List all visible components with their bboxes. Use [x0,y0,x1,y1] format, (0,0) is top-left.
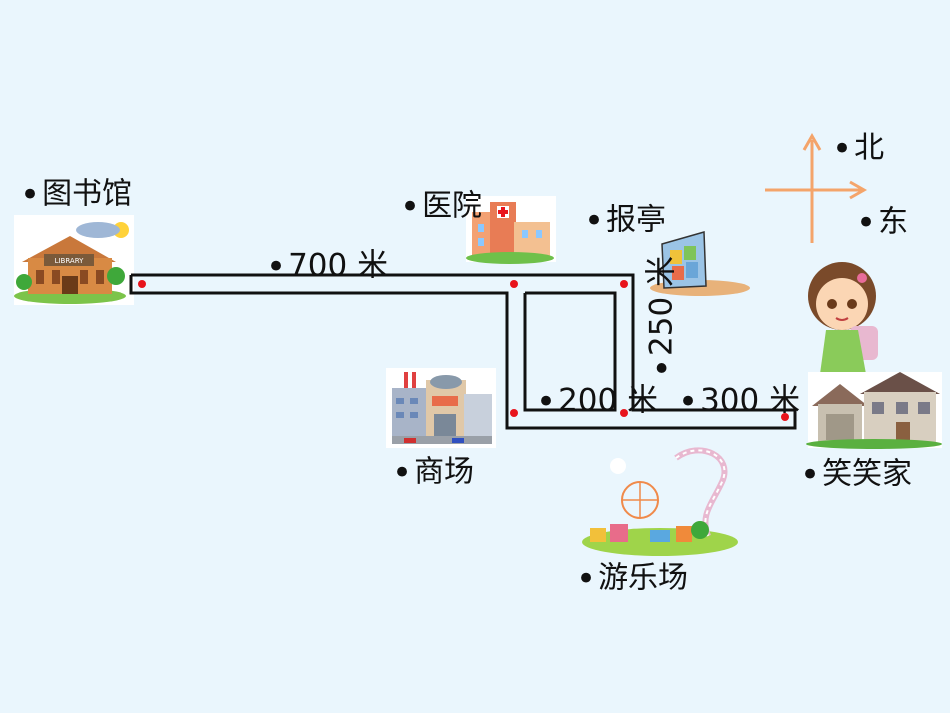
waypoint-kiosk [620,280,628,288]
label-north: •北 [832,129,885,169]
label-park: •游乐场 [576,559,689,599]
compass-north-arrowhead [802,132,822,151]
distance-kiosk-corner: •250 米 [643,255,683,378]
waypoint-hospital [510,280,518,288]
label-east: •东 [856,203,909,243]
label-kiosk: •报亭 [584,201,667,241]
distance-corner-home: •300 米 [678,382,801,422]
waypoint-mall [510,409,518,417]
route-path [129,273,797,430]
waypoint-library [138,280,146,288]
amusement-park-icon [582,447,738,556]
hospital-building-icon [466,196,556,264]
route-inner-loop [523,291,617,412]
compass [765,132,868,243]
label-library: •图书馆 [20,175,133,215]
label-hospital: •医院 [400,187,483,227]
waypoint-corner [620,409,628,417]
library-building-icon: LIBRARY [14,215,134,305]
waypoint-markers [138,280,789,421]
route-outer-loop [129,273,797,430]
distance-mall-corner: •200 米 [536,382,659,422]
kiosk-building-icon [650,231,750,296]
home-building-icon [806,372,942,449]
library-sign: LIBRARY [55,257,85,265]
waypoint-home [781,413,789,421]
label-home: •笑笑家 [800,455,913,495]
label-mall: •商场 [392,453,475,493]
mall-building-icon [386,368,496,448]
distance-library-hospital: •700 米 [266,247,389,287]
compass-east-arrowhead [849,180,868,200]
